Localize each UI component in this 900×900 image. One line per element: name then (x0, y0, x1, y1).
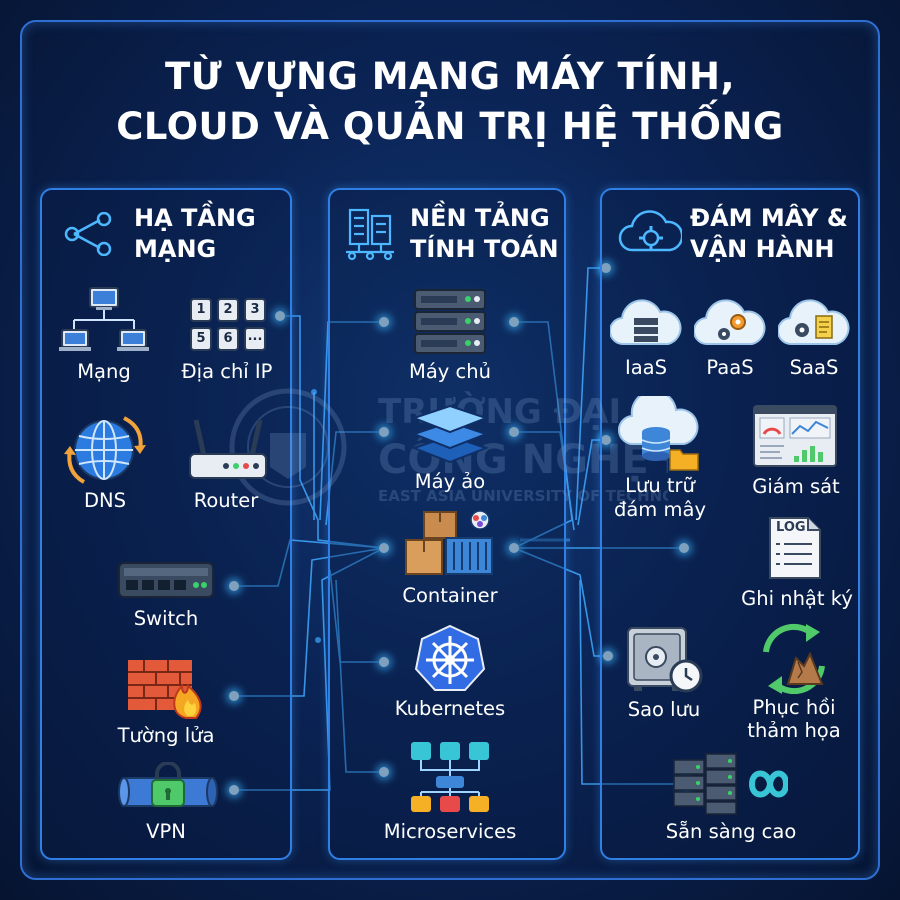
cloud-app-icon (778, 299, 850, 346)
wire-node (229, 691, 239, 701)
cloud-storage-icon (618, 396, 699, 471)
label-line: Phục hồi (752, 696, 836, 719)
monitoring-dashboard-icon (753, 405, 837, 467)
label-server: Máy chủ (409, 360, 491, 383)
firewall-icon (128, 660, 202, 719)
wire-node (379, 657, 389, 667)
label-saas: SaaS (789, 356, 839, 379)
label-firewall: Tường lửa (117, 724, 215, 747)
log-file-graphic (769, 517, 821, 579)
disaster-recovery-icon (763, 623, 825, 694)
ip-address-icon: 1 2 3 5 6 ... (190, 298, 266, 351)
label-paas: PaaS (706, 356, 754, 379)
label-router: Router (193, 489, 259, 512)
log-badge: LOG (776, 520, 806, 535)
wire-node (379, 427, 389, 437)
wire-node (379, 543, 389, 553)
wire-node (509, 317, 519, 327)
label-cloud-storage: Lưu trữ đám mây (598, 474, 722, 522)
label-virtual-machine: Máy ảo (414, 470, 486, 493)
wire-node (379, 767, 389, 777)
server-icon (414, 289, 486, 354)
cloud-gears-icon (694, 299, 766, 346)
panel-title-cloud: ĐÁM MÂY & VẬN HÀNH (690, 203, 848, 265)
label-microservices: Microservices (383, 820, 517, 843)
log-file-icon: LOG (766, 516, 824, 580)
kubernetes-icon (414, 624, 486, 691)
wire-node (601, 263, 611, 273)
wire-node (229, 785, 239, 795)
label-disaster-recovery: Phục hồi thảm họa (736, 696, 852, 742)
panel-title-line: NỀN TẢNG (410, 204, 550, 232)
panel-title-line: ĐÁM MÂY & (690, 204, 848, 232)
router-icon (189, 419, 267, 479)
panel-title-compute: NỀN TẢNG TÍNH TOÁN (410, 203, 559, 265)
wire-node (679, 543, 689, 553)
label-switch: Switch (133, 607, 199, 630)
panel-title-line: HẠ TẦNG (134, 204, 256, 232)
panel-title-line: TÍNH TOÁN (410, 235, 559, 263)
label-line: đám mây (613, 498, 706, 521)
watermark-line-3: EAST ASIA UNIVERSITY OF TECHNOLOGY (378, 487, 668, 505)
safe-backup-icon (627, 627, 703, 693)
label-backup: Sao lưu (627, 698, 701, 721)
virtual-machine-layers-icon (411, 404, 489, 464)
cloud-gear-icon (618, 210, 682, 252)
label-iaas: IaaS (624, 356, 668, 379)
label-vpn: VPN (146, 820, 186, 843)
ip-key: 5 (190, 327, 212, 351)
page-title: TỪ VỰNG MẠNG MÁY TÍNH, CLOUD VÀ QUẢN TRỊ… (0, 52, 900, 152)
label-network: Mạng (77, 360, 131, 383)
title-line-1: TỪ VỰNG MẠNG MÁY TÍNH, (164, 55, 736, 98)
server-rack-icon (346, 208, 394, 261)
network-share-icon (64, 212, 112, 256)
network-topology-icon (59, 287, 149, 351)
ip-key: 6 (217, 327, 239, 351)
label-logging: Ghi nhật ký (741, 587, 853, 610)
wire-node (509, 427, 519, 437)
high-availability-icon (673, 753, 788, 815)
label-container: Container (402, 584, 498, 607)
wire-node (275, 311, 285, 321)
globe-icon (64, 416, 146, 484)
panel-title-network: HẠ TẦNG MẠNG (134, 203, 256, 265)
ip-key: 2 (217, 298, 239, 322)
label-kubernetes: Kubernetes (394, 697, 506, 720)
label-monitoring: Giám sát (752, 475, 840, 498)
wire-node (603, 651, 613, 661)
panel-title-line: MẠNG (134, 235, 217, 263)
label-high-availability: Sẵn sàng cao (665, 820, 797, 843)
wire-node (601, 435, 611, 445)
ip-key: 3 (244, 298, 266, 322)
ip-key: ... (244, 327, 266, 351)
wire-node (229, 581, 239, 591)
vpn-lock-icon (118, 762, 218, 807)
switch-icon (118, 562, 214, 598)
label-line: Lưu trữ (625, 474, 695, 497)
title-line-2: CLOUD VÀ QUẢN TRỊ HỆ THỐNG (116, 105, 784, 148)
cloud-server-icon (610, 299, 682, 346)
ip-key: 1 (190, 298, 212, 322)
label-line: thảm họa (747, 719, 841, 742)
wire-node (509, 543, 519, 553)
container-boxes-icon (405, 510, 493, 575)
label-ip-address: Địa chỉ IP (181, 360, 273, 383)
panel-title-line: VẬN HÀNH (690, 235, 835, 263)
wire-node (379, 317, 389, 327)
outer-frame (20, 20, 880, 880)
label-dns: DNS (84, 489, 126, 512)
microservices-icon (411, 742, 489, 812)
